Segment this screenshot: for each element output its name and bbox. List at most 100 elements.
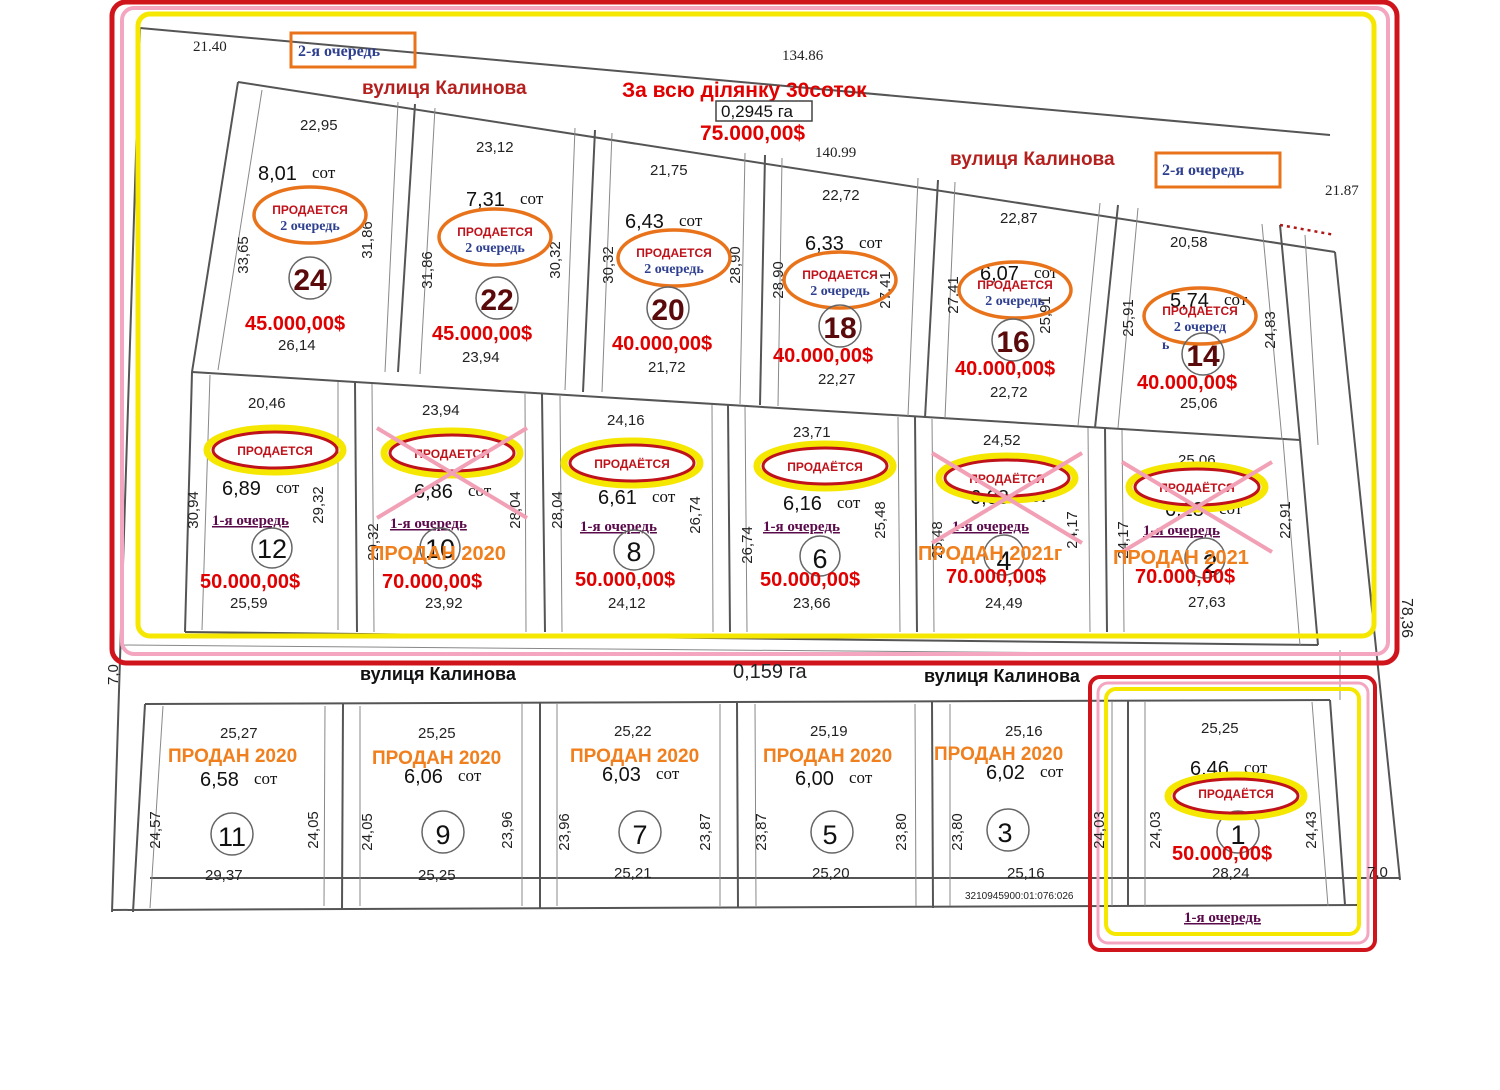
status-label: ПРОДАЁТСЯ [594,456,670,471]
parcel-unit: сот [312,163,336,182]
dim-right: 25,48 [872,501,889,539]
sold-label: ПРОДАН 2020 [370,543,506,565]
dim-right: 24,43 [1303,811,1320,849]
status-oval [957,260,1073,320]
parcel-number: 24 [293,264,327,297]
parcel-area: 6,89 [222,478,261,500]
parcel-4[interactable]: 24,5224,4925,4824,176,08сотПРОДАЁТСЯ1-я … [918,432,1084,612]
parcel-number: 16 [996,326,1029,359]
divider-bot-6 [1329,699,1346,906]
divider-mid-3 [541,393,546,633]
divider-top-6 [1094,204,1119,429]
parcel-area: 5,74 [1170,290,1209,312]
dim-right: 21.87 [1325,183,1359,199]
parcel-price: 70.000,00$ [946,566,1046,588]
status-oval-outer [203,424,347,476]
parcel-number: 12 [257,534,287,564]
dim-top: 24,16 [607,412,645,429]
status-label: ПРОДАЕТСЯ [237,444,313,458]
parcel-price: 40.000,00$ [612,333,712,355]
parcel-number: 1 [1230,820,1245,850]
outer-left [111,27,141,913]
dim-top: 25,19 [810,723,848,740]
dim-bottom: 23,94 [462,349,500,366]
divider-mid-5 [914,416,918,633]
pink-frame-plot1 [1096,681,1370,945]
parcel-unit: сот [849,768,873,787]
parcel-area: 6,07 [980,263,1019,285]
dim-top: 23,71 [793,424,831,441]
dim-top-left: 21.40 [193,39,227,55]
divider-mid-4 [727,404,731,633]
dim-bottom: 25,16 [1007,865,1045,882]
status-label: ПРОДАЕТСЯ [1162,304,1238,318]
dim-bottom: 25,20 [812,865,850,882]
parcel-10[interactable]: 23,9423,9229,3228,046,86сотПРОДАЕТСЯ1-я … [365,402,529,612]
dim-top: 25,27 [220,725,258,742]
status-oval [616,228,732,288]
parcel-area: 8,01 [258,163,297,185]
yellow-frame-plot1 [1104,687,1361,936]
dim-bottom: 26,14 [278,337,316,354]
top-mid-boundary [191,371,1301,441]
parcel-unit: сот [458,766,482,785]
street-top: вулиця Калинова [362,78,527,99]
parcel-unit: сот [276,478,300,497]
dim-bottom: 22,72 [990,384,1028,401]
parcel-number-circle [618,810,662,854]
parcel-number-circle [288,256,332,300]
status-label: ПРОДАЕТСЯ [977,278,1053,292]
parcel-number-circle [983,534,1025,576]
parcel-area: 6,06 [404,766,443,788]
parcel-price: 70.000,00$ [1135,566,1235,588]
divider-top-3 [582,129,596,393]
dim-bottom: 21,72 [648,359,686,376]
queue-label: 2 очередь [810,284,870,299]
dim-left: 27,41 [945,276,962,314]
queue-label: 1-я очередь [952,519,1029,535]
parcel-number-circle [799,535,841,577]
dim-bottom: 22,27 [818,371,856,388]
status-oval [211,430,339,470]
parcel-price: 40.000,00$ [773,345,873,367]
queue-label: 2 очеред [1174,320,1226,335]
parcel-area: 7,31 [466,189,505,211]
parcel-number-circle [1181,332,1225,376]
parcel-number: 5 [822,820,837,850]
divider-bot-4 [931,701,934,909]
parcel-price: 40.000,00$ [1137,372,1237,394]
parcel-number-circle [251,527,293,569]
dim-left: 30,94 [185,491,202,529]
parcel-unit: сот [652,487,676,506]
dim-top: 25,25 [418,725,456,742]
parcel-number: 8 [626,537,641,567]
status-oval-outer [560,437,704,489]
parcel-area: 6,03 [602,764,641,786]
parcel-price: 70.000,00$ [382,571,482,593]
parcel-unit: сот [679,211,703,230]
queue2-badge-right-text: 2-я очередь [1162,162,1245,179]
dim-top: 24,52 [983,432,1021,449]
dim-left: 33,65 [235,236,252,274]
parcel-price: 45.000,00$ [245,313,345,335]
parcel-number-circle [419,527,461,569]
dim-left: 24,03 [1147,811,1164,849]
dim-left: 28,04 [549,491,566,529]
